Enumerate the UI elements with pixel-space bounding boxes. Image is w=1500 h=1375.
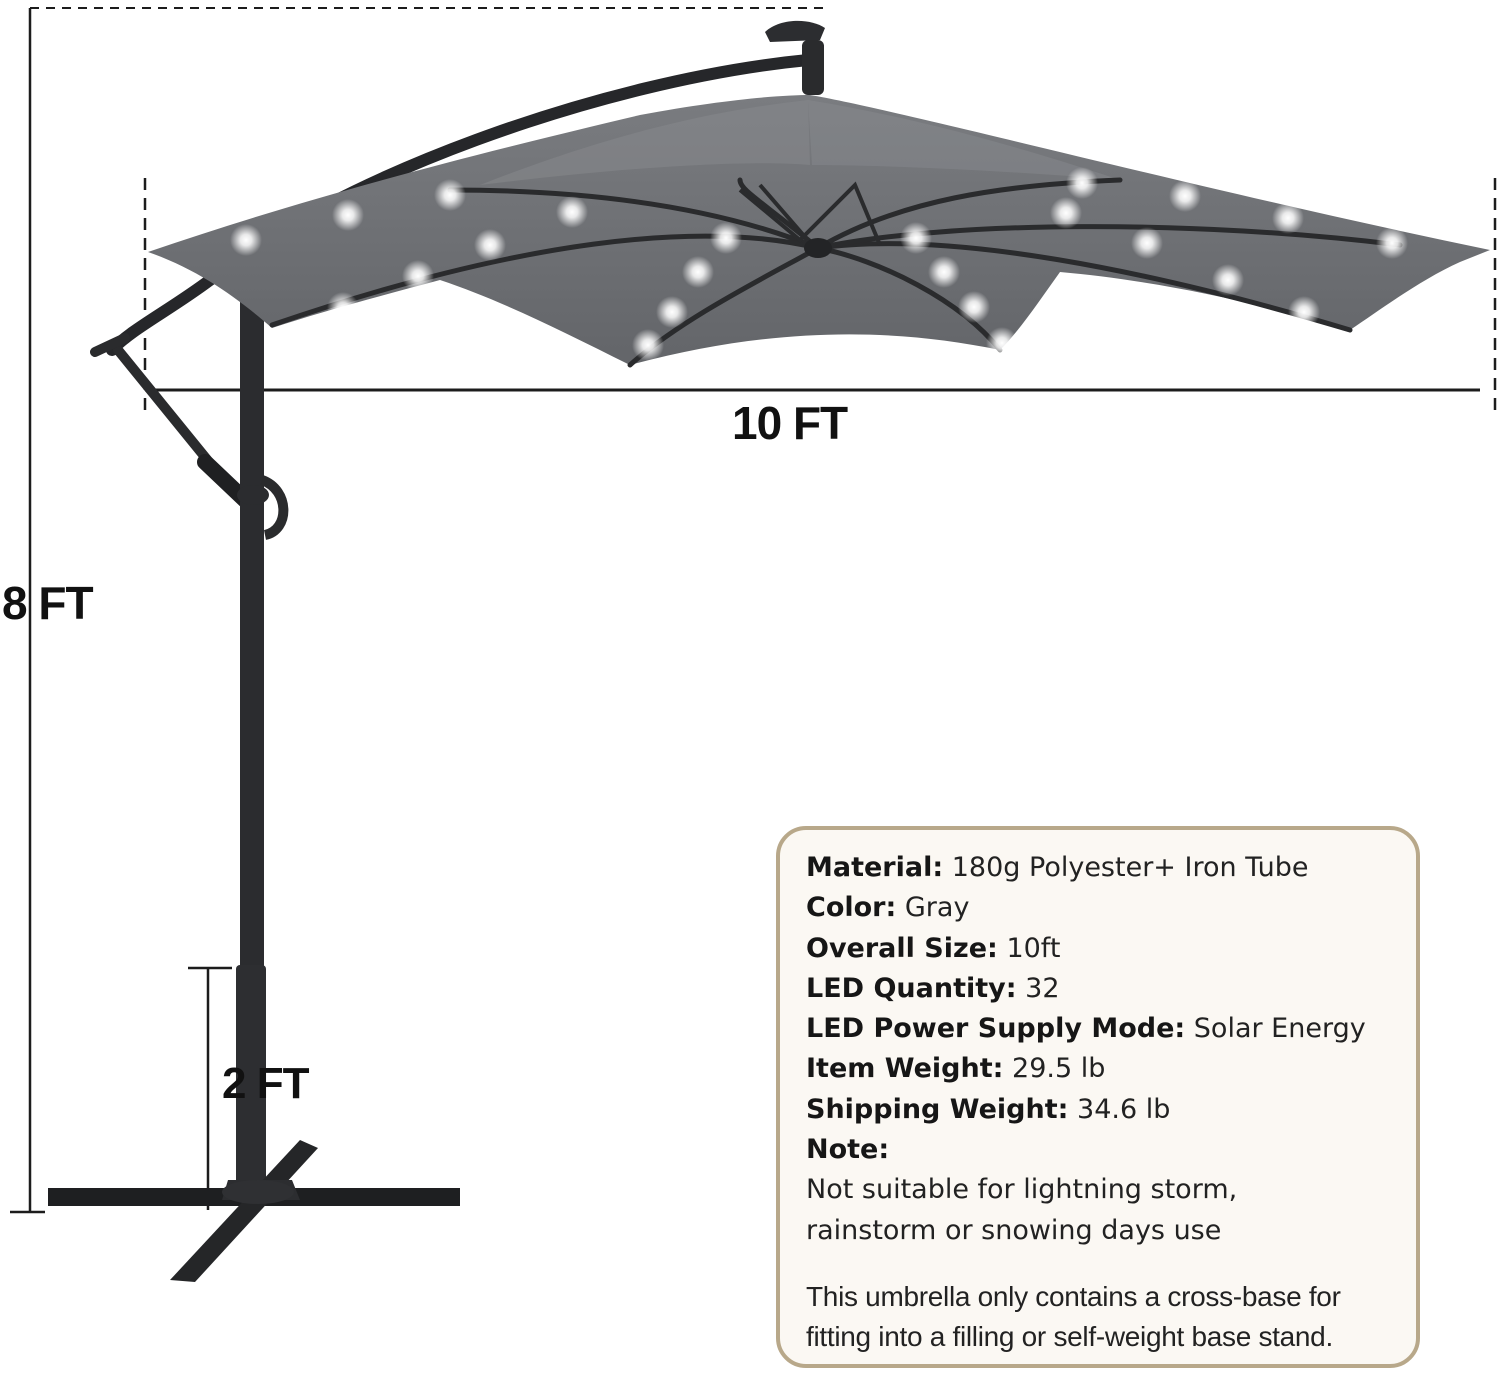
spec-value: 10ft <box>1006 932 1061 964</box>
dimension-guides <box>10 7 1497 1214</box>
disclaimer-line: fitting into a filling or self-weight ba… <box>806 1321 1333 1353</box>
base-disclaimer: This umbrella only contains a cross-base… <box>806 1277 1392 1357</box>
spec-label: Material: <box>806 852 944 883</box>
spec-shipping-weight: Shipping Weight: 34.6 lb <box>806 1090 1392 1130</box>
spec-label: LED Power Supply Mode: <box>806 1013 1186 1045</box>
height-dimension-label: 8 FT <box>2 577 94 629</box>
spec-label: LED Quantity: <box>806 972 1017 1004</box>
spec-item-weight: Item Weight: 29.5 lb <box>806 1049 1392 1089</box>
spec-overall-size: Overall Size: 10ft <box>806 929 1392 969</box>
umbrella-canopy <box>148 95 1490 368</box>
spec-label: Overall Size: <box>806 932 998 964</box>
disclaimer-line: This umbrella only contains a cross-base… <box>806 1281 1341 1313</box>
spec-value: 34.6 lb <box>1077 1093 1171 1125</box>
spec-label: Item Weight: <box>806 1053 1004 1085</box>
spec-led-power: LED Power Supply Mode: Solar Energy <box>806 1009 1392 1049</box>
note-line: rainstorm or snowing days use <box>806 1214 1222 1246</box>
spec-label: Note: <box>806 1134 890 1166</box>
led-lights <box>230 167 1408 361</box>
note-line: Not suitable for lightning storm, <box>806 1174 1238 1206</box>
spec-material: Material: 180g Polyester+ Iron Tube <box>806 848 1392 888</box>
spec-card: Material: 180g Polyester+ Iron Tube Colo… <box>776 826 1420 1368</box>
spec-note-heading: Note: <box>806 1130 1392 1170</box>
spec-value: Solar Energy <box>1193 1013 1366 1045</box>
spec-label: Color: <box>806 892 897 924</box>
spec-value: 180g Polyester+ Iron Tube <box>951 852 1309 883</box>
spec-color: Color: Gray <box>806 888 1392 928</box>
width-dimension-label: 10 FT <box>732 397 848 449</box>
cross-base <box>48 1140 460 1282</box>
spec-led-quantity: LED Quantity: 32 <box>806 969 1392 1009</box>
spec-value: 32 <box>1025 972 1060 1004</box>
spec-value: 29.5 lb <box>1012 1053 1106 1085</box>
base-height-dimension-label: 2 FT <box>222 1059 309 1108</box>
spec-label: Shipping Weight: <box>806 1093 1069 1125</box>
spec-value: Gray <box>904 892 970 924</box>
